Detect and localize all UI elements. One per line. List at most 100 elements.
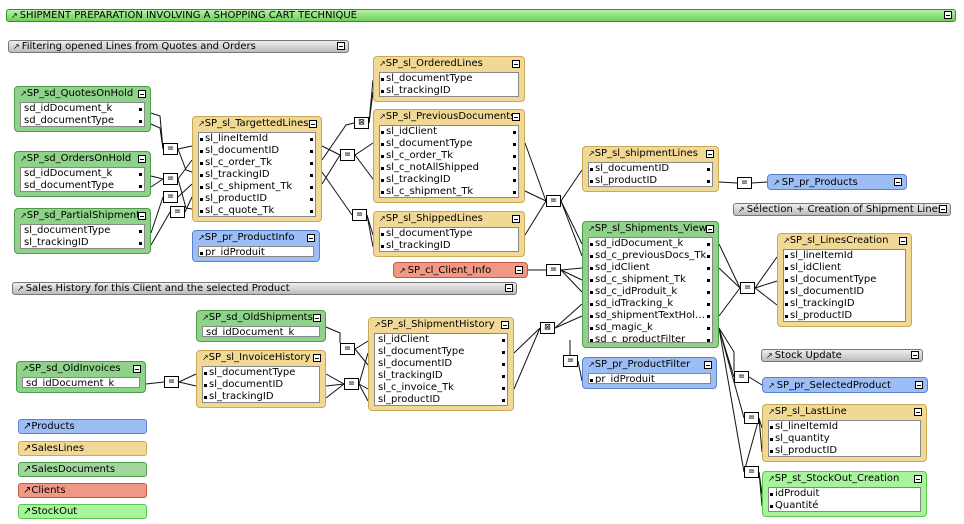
expand-icon[interactable] <box>915 381 923 389</box>
table-header[interactable]: ↗SP_sd_OldShipments <box>197 311 325 326</box>
field-row[interactable]: sl_documentType <box>203 367 319 379</box>
field-row[interactable]: sd_c_previousDocs_Tk <box>589 250 712 262</box>
field-row[interactable]: sl_documentID <box>375 358 507 370</box>
table-header[interactable]: ↗SP_pr_ProductInfo <box>193 231 319 246</box>
field-row[interactable]: sl_c_shipment_Tk <box>380 186 518 197</box>
table-sp-pr-products[interactable]: ↗SP_pr_Products <box>767 174 907 190</box>
collapse-icon[interactable] <box>899 237 907 245</box>
relationship-operator[interactable]: = <box>340 149 355 161</box>
field-row[interactable]: sd_c_idProduit_k <box>589 286 712 298</box>
section-selection[interactable]: ↗Sélection + Creation of Shipment Lines <box>733 203 951 216</box>
field-row[interactable]: sl_quantity <box>769 433 920 445</box>
field-row[interactable]: sl_productID <box>769 445 920 456</box>
collapse-icon[interactable] <box>313 354 321 362</box>
field-row[interactable]: sl_trackingID <box>784 298 905 310</box>
relationship-operator[interactable]: = <box>546 195 561 207</box>
table-sp-pr-selectedproduct[interactable]: ↗SP_pr_SelectedProduct <box>762 377 928 393</box>
field-row[interactable]: sd_documentType <box>21 180 144 191</box>
relationship-operator[interactable]: = <box>737 177 752 189</box>
field-row[interactable]: sl_productID <box>199 193 315 205</box>
collapse-icon[interactable] <box>138 155 146 163</box>
collapse-icon[interactable] <box>911 351 919 359</box>
field-row[interactable]: sl_documentID <box>199 145 315 157</box>
relationship-operator[interactable]: = <box>164 376 179 388</box>
field-row[interactable]: sd_idDocument_k <box>21 168 144 180</box>
field-row[interactable]: sl_lineItemId <box>199 133 315 145</box>
field-row[interactable]: sl_trackingID <box>380 174 518 186</box>
field-row[interactable]: sd_idDocument_k <box>589 238 712 250</box>
table-header[interactable]: ↗SP_sl_PreviousDocuments <box>374 110 524 125</box>
field-list[interactable]: pr_idProduit <box>198 246 314 257</box>
table-header[interactable]: ↗SP_sl_InvoiceHistory <box>197 351 325 366</box>
relationship-operator[interactable]: = <box>344 378 359 390</box>
field-row[interactable]: sd_idDocument_k <box>203 327 319 336</box>
relationship-operator[interactable]: ⊠ <box>540 322 555 334</box>
table-header[interactable]: ↗SP_sl_OrderedLines <box>374 57 524 72</box>
field-row[interactable]: sl_documentType <box>784 274 905 286</box>
legend-saleslines[interactable]: ↗SalesLines <box>18 441 147 456</box>
collapse-icon[interactable] <box>914 475 922 483</box>
field-row[interactable]: sd_shipmentTextHol… <box>589 310 712 322</box>
field-row[interactable]: sd_documentType <box>21 115 144 126</box>
relationship-operator[interactable]: = <box>352 209 367 221</box>
field-row[interactable]: sd_idDocument_k <box>21 103 144 115</box>
legend-stockout[interactable]: ↗StockOut <box>18 504 147 519</box>
collapse-icon[interactable] <box>501 321 509 329</box>
relationship-operator[interactable]: = <box>340 343 355 355</box>
field-row[interactable]: sl_idClient <box>375 334 507 346</box>
section-filtering[interactable]: ↗Filtering opened Lines from Quotes and … <box>8 40 349 53</box>
field-row[interactable]: sl_idClient <box>380 126 518 138</box>
field-row[interactable]: sl_documentType <box>375 346 507 358</box>
field-row[interactable]: sl_productID <box>375 394 507 405</box>
expand-icon[interactable] <box>515 266 523 274</box>
section-sales-history[interactable]: ↗Sales History for this Client and the s… <box>12 282 517 295</box>
table-header[interactable]: ↗SP_sd_PartialShipments <box>15 209 150 224</box>
table-header[interactable]: ↗SP_sl_Shipments_View <box>583 222 718 237</box>
collapse-icon[interactable] <box>939 205 947 213</box>
field-row[interactable]: sl_productID <box>784 310 905 321</box>
field-list[interactable]: pr_idProduit <box>588 373 711 384</box>
relationship-operator[interactable]: ⊠ <box>354 117 369 129</box>
legend-products[interactable]: ↗Products <box>18 419 147 434</box>
collapse-icon[interactable] <box>133 365 141 373</box>
section-stock-update[interactable]: ↗Stock Update <box>761 349 923 362</box>
relationship-operator[interactable]: = <box>546 264 561 276</box>
field-row[interactable]: sl_documentType <box>380 228 518 240</box>
legend-salesdocuments[interactable]: ↗SalesDocuments <box>18 462 147 477</box>
field-row[interactable]: sl_c_shipment_Tk <box>199 181 315 193</box>
field-row[interactable]: Quantité <box>769 500 920 511</box>
table-header[interactable]: ↗SP_sl_TargettedLines <box>193 117 321 132</box>
collapse-icon[interactable] <box>706 225 714 233</box>
collapse-icon[interactable] <box>309 120 317 128</box>
field-row[interactable]: sl_c_invoice_Tk <box>375 382 507 394</box>
field-row[interactable]: sd_idDocument_k <box>23 378 139 387</box>
field-row[interactable]: sl_c_quote_Tk <box>199 205 315 216</box>
table-header[interactable]: ↗SP_sd_OrdersOnHold <box>15 152 150 167</box>
collapse-icon[interactable] <box>914 408 922 416</box>
relationship-operator[interactable]: = <box>744 466 759 478</box>
table-header[interactable]: ↗SP_sl_shipmentLines <box>583 147 718 162</box>
relationship-operator[interactable]: = <box>163 191 178 203</box>
table-sp-cl-client-info[interactable]: ↗SP_cl_Client_Info <box>393 262 528 278</box>
table-header[interactable]: ↗SP_sl_LinesCreation <box>778 234 911 249</box>
